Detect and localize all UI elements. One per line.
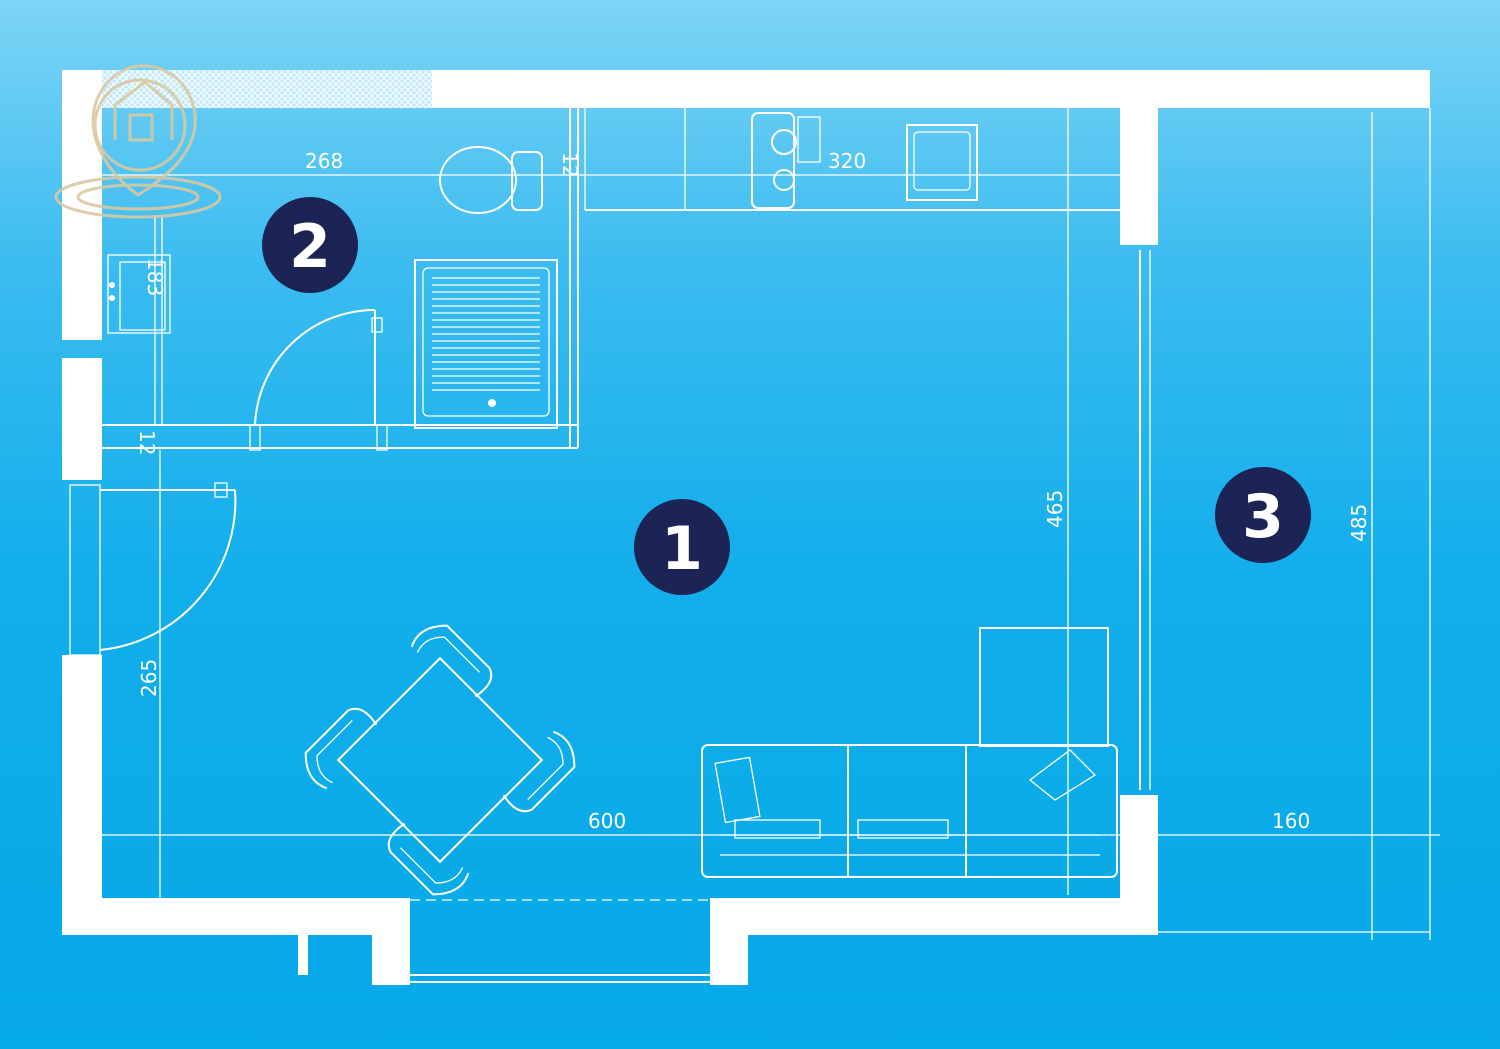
dim-kitchen-width: 320 [828, 149, 866, 173]
chair-icon [387, 822, 470, 896]
dim-balcony-height: 485 [1347, 504, 1371, 542]
svg-text:3: 3 [1242, 482, 1284, 552]
bathroom-walls [102, 108, 579, 449]
kitchen-sink-icon [906, 124, 978, 201]
room-badge-2: 2 [262, 197, 358, 293]
stove-icon [751, 112, 821, 209]
chair-icon [502, 730, 576, 813]
walls [62, 70, 1430, 985]
bathroom-door-icon [249, 308, 388, 451]
dim-wall-top: 12 [558, 152, 582, 177]
watermark-logo-icon [54, 64, 222, 219]
chair-icon [304, 707, 378, 790]
shower-tray-icon [414, 259, 558, 429]
dim-sink-depth: 183 [143, 258, 167, 296]
sofa-icon [701, 627, 1118, 878]
openings [410, 108, 1431, 983]
chair-icon [410, 624, 493, 698]
dimension-lines [102, 174, 1440, 898]
dim-wall-left: 12 [135, 430, 159, 455]
room-badge-1: 1 [634, 499, 730, 595]
dim-left-height: 265 [137, 659, 161, 697]
dim-bath-width: 268 [305, 149, 343, 173]
svg-text:2: 2 [289, 212, 331, 282]
svg-text:1: 1 [661, 514, 703, 584]
dim-living-height: 465 [1043, 490, 1067, 528]
dining-table-icon [304, 624, 576, 896]
kitchen-counter [584, 108, 1120, 895]
dim-living-width: 600 [588, 809, 626, 833]
sink-icon [107, 254, 171, 334]
toilet-icon [439, 146, 543, 214]
room-badge-3: 3 [1215, 467, 1311, 563]
dim-balcony-width: 160 [1272, 809, 1310, 833]
entrance-door-icon [69, 482, 237, 656]
